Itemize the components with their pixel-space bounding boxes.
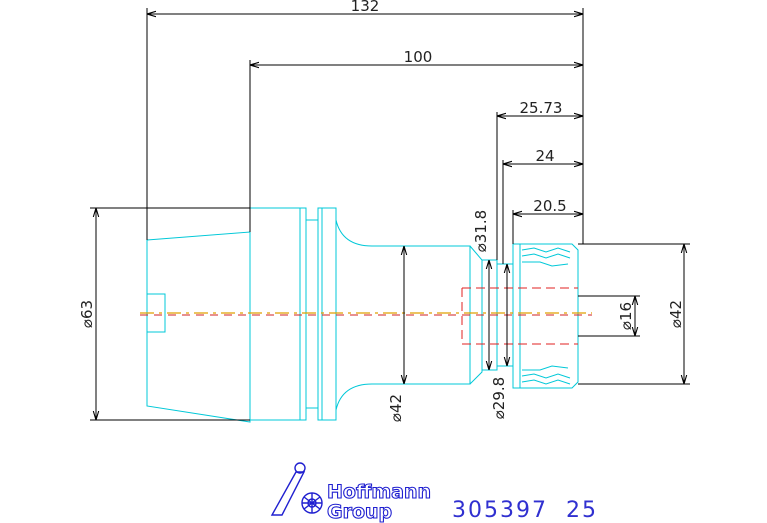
hidden-lines	[461, 287, 578, 345]
taper-shank	[146, 231, 251, 423]
dim-100: 100	[404, 48, 433, 66]
dim-dia-16: ⌀16	[617, 302, 635, 330]
dim-132: 132	[351, 0, 380, 15]
dim-dia-42-shank: ⌀42	[387, 394, 405, 422]
drive-slot	[147, 293, 166, 333]
dim-dia-63: ⌀63	[78, 300, 96, 328]
logo-mark-icon	[270, 462, 323, 516]
part-number: 305397 25	[452, 498, 598, 523]
v-groove	[300, 207, 323, 421]
dim-dia-31-8: ⌀31.8	[472, 210, 490, 252]
brand-line2: Group	[327, 501, 392, 523]
dim-24: 24	[535, 147, 554, 165]
collet-nut	[512, 243, 579, 389]
center-axis	[140, 312, 592, 316]
dim-25-73: 25.73	[520, 99, 563, 117]
dimension-lines	[90, 8, 690, 421]
dimension-labels: 132 100 25.73 24 20.5 ⌀63 ⌀42 ⌀31.8 ⌀29.…	[78, 0, 685, 422]
flange-body	[250, 207, 301, 421]
dim-dia-29-8: ⌀29.8	[490, 377, 508, 419]
dim-20-5: 20.5	[533, 197, 566, 215]
brand-line1: Hoffmann	[327, 481, 431, 503]
hoffmann-logo: Hoffmann Group	[270, 462, 432, 523]
dim-dia-42-nut: ⌀42	[667, 300, 685, 328]
